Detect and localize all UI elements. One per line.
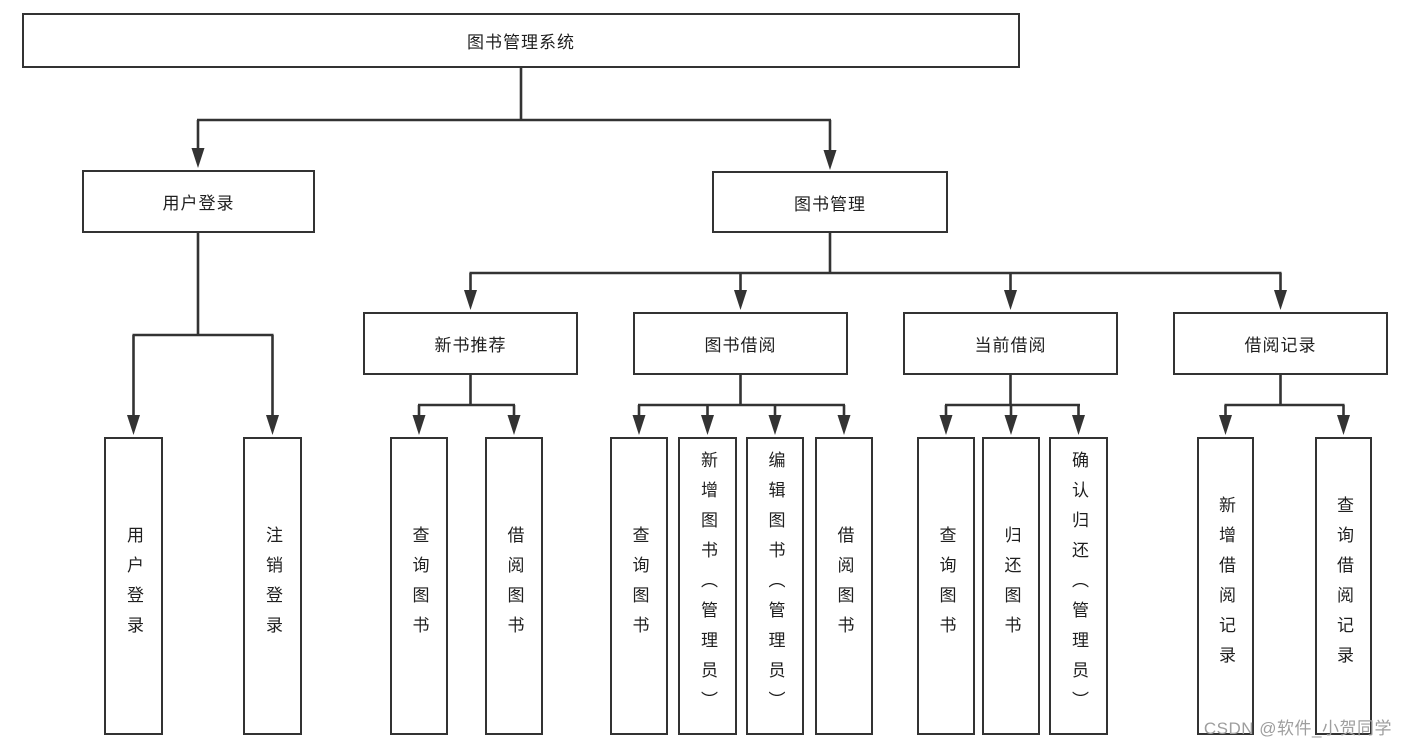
leaf-confirm-return-admin: 确认归还（管理员） xyxy=(1049,437,1108,735)
leaf-query-books-borrow-label: 查询图书 xyxy=(629,526,649,646)
node-current-borrow: 当前借阅 xyxy=(903,312,1118,375)
leaf-borrow-books-recommend-label: 借阅图书 xyxy=(504,526,524,646)
leaf-query-borrow-record-label: 查询借阅记录 xyxy=(1334,496,1353,676)
leaf-confirm-return-admin-label: 确认归还（管理员） xyxy=(1069,451,1088,721)
leaf-query-books-recommend-label: 查询图书 xyxy=(409,526,429,646)
leaf-return-books: 归还图书 xyxy=(982,437,1040,735)
node-book-management-label: 图书管理 xyxy=(794,194,866,214)
node-book-borrow: 图书借阅 xyxy=(633,312,848,375)
leaf-edit-books-admin: 编辑图书（管理员） xyxy=(746,437,804,735)
leaf-user-login: 用户登录 xyxy=(104,437,163,735)
leaf-borrow-books-recommend: 借阅图书 xyxy=(485,437,543,735)
leaf-query-books-borrow: 查询图书 xyxy=(610,437,668,735)
node-user-login-label: 用户登录 xyxy=(162,194,235,213)
node-borrow-records-label: 借阅记录 xyxy=(1244,336,1317,355)
node-new-book-recommend: 新书推荐 xyxy=(363,312,578,375)
node-book-borrow-label: 图书借阅 xyxy=(704,336,777,355)
leaf-query-borrow-record: 查询借阅记录 xyxy=(1315,437,1372,735)
leaf-add-borrow-record-label: 新增借阅记录 xyxy=(1216,496,1235,676)
node-user-login: 用户登录 xyxy=(82,170,315,233)
node-current-borrow-label: 当前借阅 xyxy=(974,336,1047,355)
node-root-label: 图书管理系统 xyxy=(467,33,575,52)
leaf-borrow-books: 借阅图书 xyxy=(815,437,873,735)
leaf-query-books-current-label: 查询图书 xyxy=(936,526,956,646)
node-new-book-recommend-label: 新书推荐 xyxy=(434,336,507,355)
leaf-add-borrow-record: 新增借阅记录 xyxy=(1197,437,1254,735)
leaf-borrow-books-label: 借阅图书 xyxy=(834,526,854,646)
csdn-watermark: CSDN @软件_小贺同学 xyxy=(1203,719,1392,738)
leaf-query-books-current: 查询图书 xyxy=(917,437,975,735)
leaf-logout-label: 注销登录 xyxy=(263,526,282,646)
leaf-return-books-label: 归还图书 xyxy=(1001,526,1021,646)
leaf-add-books-admin: 新增图书（管理员） xyxy=(678,437,737,735)
leaf-user-login-label: 用户登录 xyxy=(124,526,143,646)
leaf-query-books-recommend: 查询图书 xyxy=(390,437,448,735)
node-book-management: 图书管理 xyxy=(712,171,948,233)
leaf-add-books-admin-label: 新增图书（管理员） xyxy=(698,451,717,721)
leaf-logout: 注销登录 xyxy=(243,437,302,735)
node-borrow-records: 借阅记录 xyxy=(1173,312,1388,375)
node-root-system: 图书管理系统 xyxy=(22,13,1020,68)
leaf-edit-books-admin-label: 编辑图书（管理员） xyxy=(765,451,785,721)
